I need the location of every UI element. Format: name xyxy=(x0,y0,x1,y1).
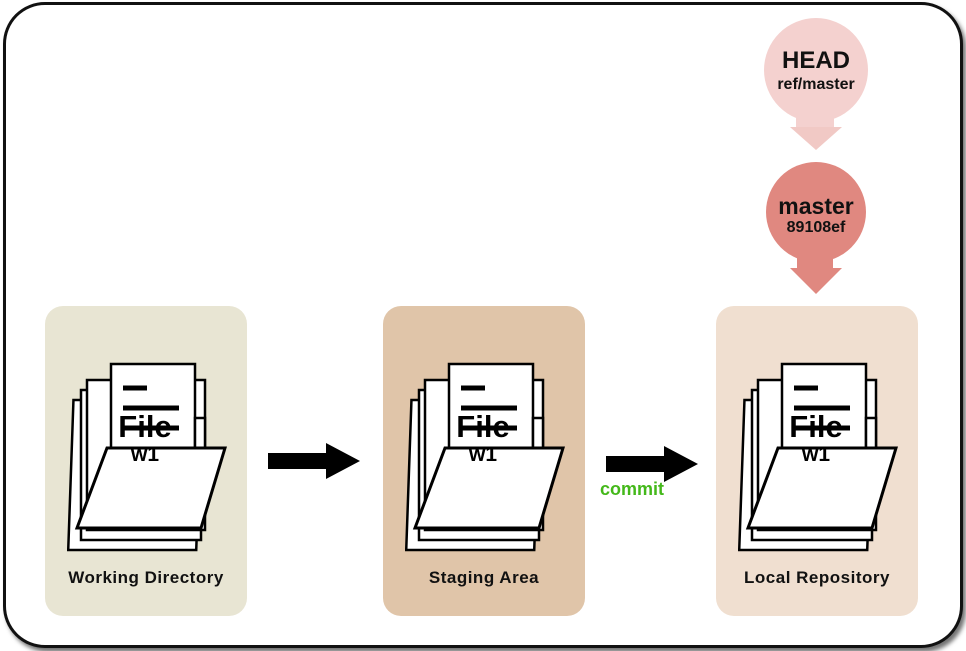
staging-area-label: Staging Area xyxy=(428,568,540,587)
arrow-right-icon xyxy=(268,443,360,479)
working-directory-label: Working Directory xyxy=(68,568,224,587)
file-title: File xyxy=(456,409,510,444)
master-title: master xyxy=(778,193,854,219)
local-repository-panel: File w1 Local Repository xyxy=(716,306,918,616)
file-title: File xyxy=(118,409,172,444)
file-version: w1 xyxy=(801,443,830,466)
head-title: HEAD xyxy=(781,47,850,74)
master-bubble xyxy=(766,162,866,294)
staging-area-panel: File w1 Staging Area xyxy=(383,306,585,616)
head-bubble xyxy=(764,18,868,150)
folder-icon xyxy=(405,362,565,552)
file-version: w1 xyxy=(130,443,159,466)
local-repository-label: Local Repository xyxy=(744,568,890,587)
folder-icon xyxy=(738,362,898,552)
folder-icon xyxy=(67,362,227,552)
commit-label: commit xyxy=(600,479,665,499)
working-directory-panel: File w1 Working Directory xyxy=(45,306,247,616)
commit-arrow-icon xyxy=(606,446,698,482)
head-ref: ref/master xyxy=(777,76,855,93)
master-hash: 89108ef xyxy=(786,219,846,236)
file-version: w1 xyxy=(468,443,497,466)
file-title: File xyxy=(789,409,843,444)
